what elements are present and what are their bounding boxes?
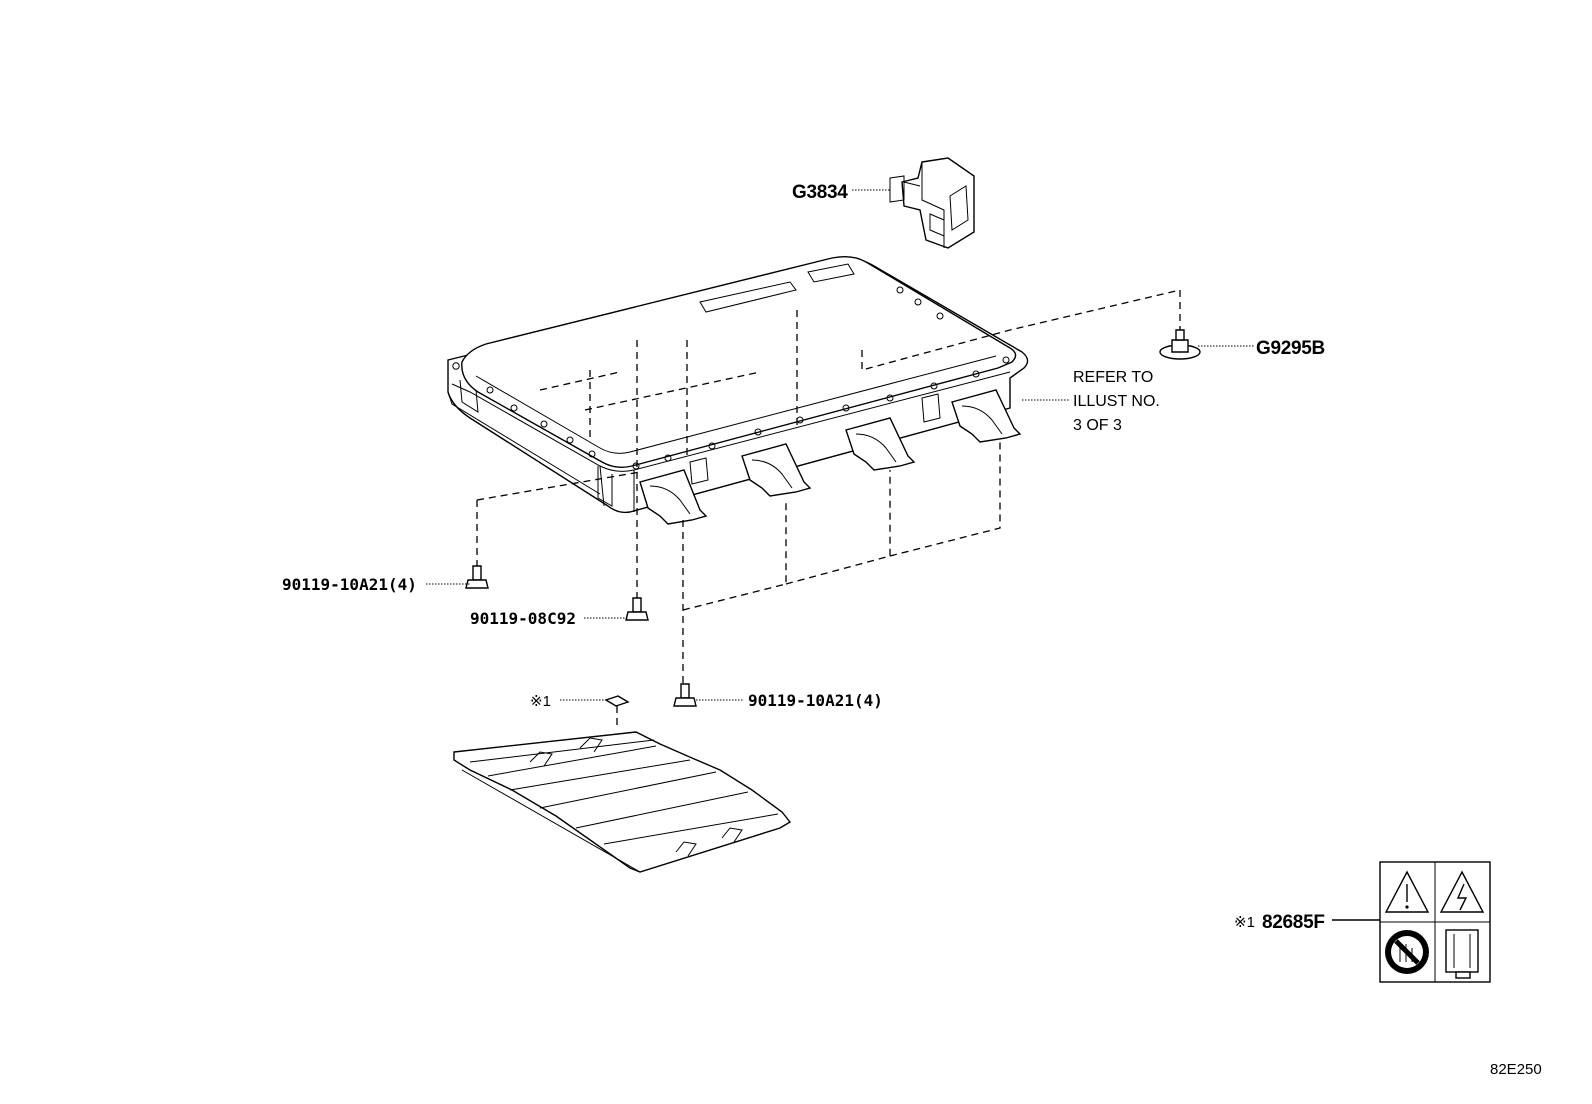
callout-bolt-left[interactable]: 90119-10A21(4) [282, 575, 417, 594]
callout-82685f[interactable]: 82685F [1262, 912, 1325, 933]
connector-g3834 [889, 157, 975, 249]
marker-label: ※1 [1234, 914, 1255, 931]
note-line-1: REFER TO [1073, 369, 1153, 386]
bolt-left [465, 565, 489, 589]
callout-g3834[interactable]: G3834 [792, 182, 849, 203]
bolt-lower [673, 683, 697, 707]
note-line-3: 3 OF 3 [1073, 417, 1122, 434]
callout-bolt-center[interactable]: 90119-08C92 [470, 609, 576, 628]
leader-lines [426, 189, 1380, 921]
label-patch [604, 695, 630, 707]
bolt-center [625, 597, 649, 621]
clip-g9295b [1159, 329, 1201, 360]
assembly-lines [476, 289, 1181, 730]
under-cover [453, 731, 792, 873]
note-line-2: ILLUST NO. [1073, 393, 1160, 410]
warning-label-graphic [1379, 861, 1491, 983]
battery-pack [447, 255, 1029, 525]
illustration-code: 82E250 [1490, 1061, 1542, 1078]
callout-bolt-lower[interactable]: 90119-10A21(4) [748, 691, 883, 710]
marker-ref-patch: ※1 [530, 693, 551, 710]
mounting-brackets [639, 389, 1022, 525]
callout-g9295b[interactable]: G9295B [1256, 338, 1325, 359]
